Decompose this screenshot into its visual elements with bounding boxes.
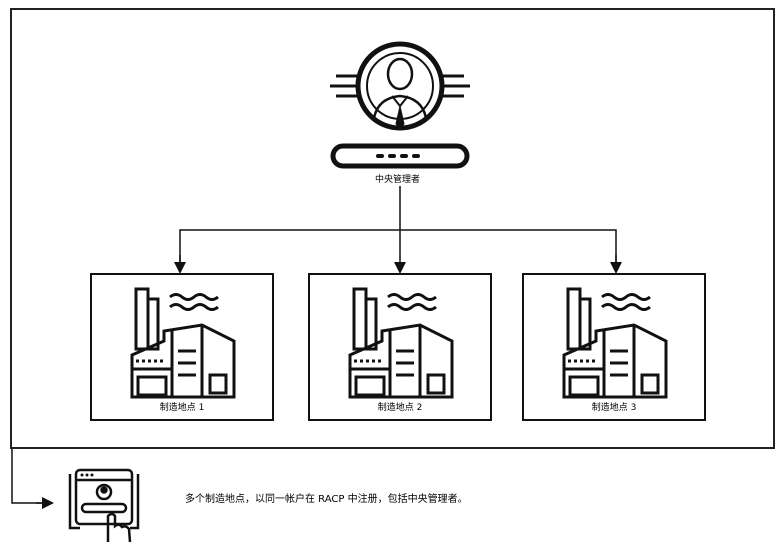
user-login-icon bbox=[68, 468, 140, 542]
manager-avatar-icon bbox=[330, 41, 470, 169]
factory-icon bbox=[130, 287, 236, 399]
factory-icon bbox=[562, 287, 668, 399]
site-label-1: 制造地点 1 bbox=[159, 403, 205, 413]
factory-icon bbox=[348, 287, 454, 399]
site-label-3: 制造地点 3 bbox=[591, 403, 637, 413]
diagram-frame bbox=[10, 8, 775, 449]
site-box-1: 制造地点 1 bbox=[90, 273, 274, 421]
site-box-3: 制造地点 3 bbox=[522, 273, 706, 421]
manager-label: 中央管理者 bbox=[375, 175, 421, 185]
site-label-2: 制造地点 2 bbox=[377, 403, 423, 413]
site-box-2: 制造地点 2 bbox=[308, 273, 492, 421]
footer-description: 多个制造地点，以同一帐户在 RACP 中注册，包括中央管理者。 bbox=[185, 494, 468, 505]
